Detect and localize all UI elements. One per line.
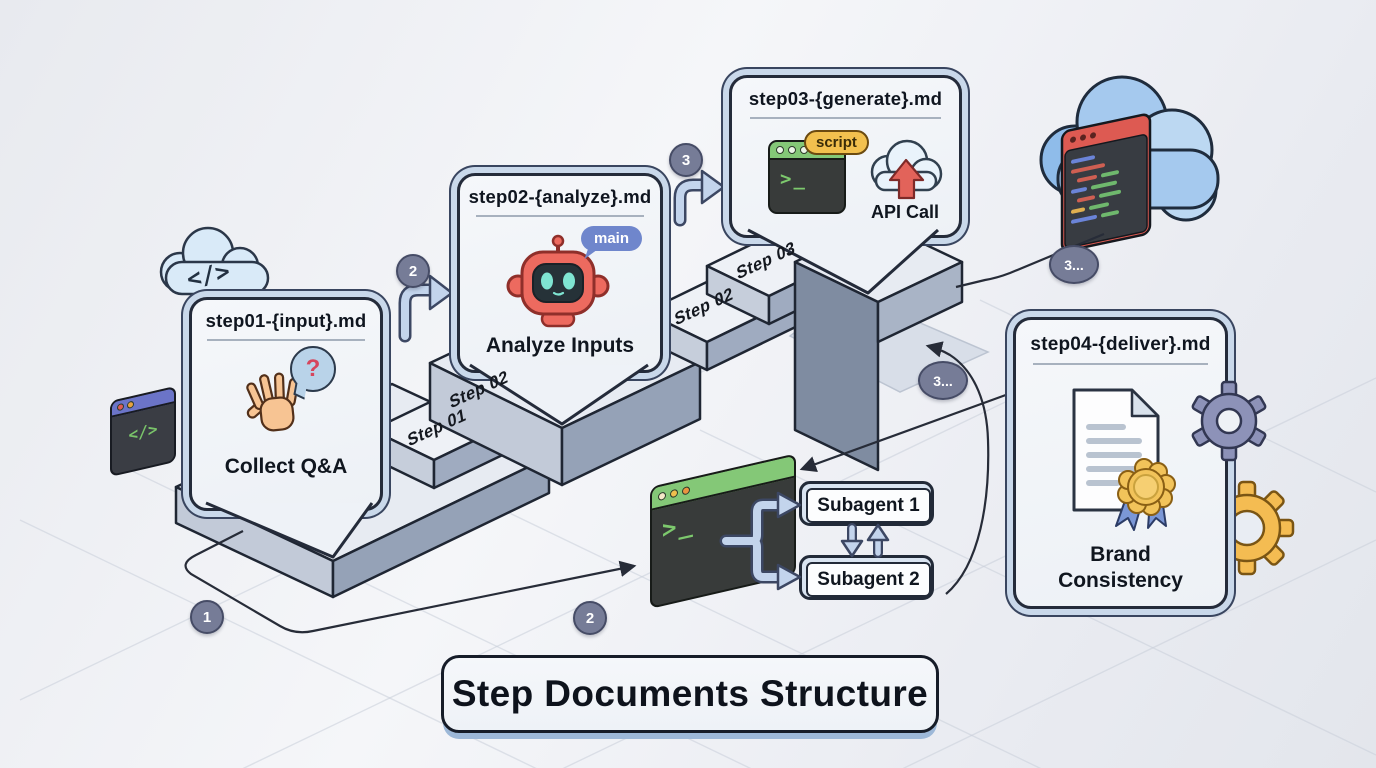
api-upload-cloud-icon xyxy=(870,139,943,200)
step01-caption: Collect Q&A xyxy=(224,455,348,478)
step04-filename: step04-{deliver}.md xyxy=(1030,334,1211,355)
card-step03-point xyxy=(747,228,940,295)
card-step02-point xyxy=(469,363,649,426)
document-award-icon xyxy=(1072,388,1176,531)
question-bubble: ? xyxy=(290,346,336,392)
main-bubble: main xyxy=(581,226,643,251)
flow-line-loop xyxy=(925,341,990,595)
arrow-into-step03 xyxy=(673,169,726,227)
step02-caption: Analyze Inputs xyxy=(485,334,635,357)
script-terminal-icon: >_ xyxy=(768,140,846,214)
badge-more-loop: 3... xyxy=(918,361,968,400)
subagent-exchange-arrows xyxy=(840,523,890,558)
subagent-1-label: Subagent 1 xyxy=(806,488,931,523)
script-tag: script xyxy=(804,130,869,155)
arrow-into-step02 xyxy=(398,274,454,343)
connector-lines xyxy=(184,232,1105,634)
award-ribbon xyxy=(1115,458,1176,531)
divider xyxy=(750,117,941,119)
upload-arrow xyxy=(888,158,925,200)
diagram-title-box: Step Documents Structure xyxy=(441,655,939,733)
badge-more-cloud: 3... xyxy=(1049,245,1099,284)
subagent-2-box: Subagent 2 xyxy=(799,555,934,600)
terminal-dot xyxy=(788,146,796,154)
cloud-editor-icon xyxy=(1039,75,1220,252)
badge-flow-1: 1 xyxy=(190,600,224,634)
badge-step2-arrow: 2 xyxy=(396,254,430,288)
terminal-dot xyxy=(776,146,784,154)
flow-line-deliver xyxy=(799,390,1015,472)
cloud-code-icon: </> xyxy=(159,226,270,296)
flow-line-cloud xyxy=(955,232,1105,289)
divider xyxy=(207,339,365,341)
divider xyxy=(1032,363,1209,365)
step02-filename: step02-{analyze}.md xyxy=(468,186,652,207)
hand-icon xyxy=(246,372,300,432)
card-step02: step02-{analyze}.md main Analyze Inputs xyxy=(457,173,663,373)
badge-flow-2: 2 xyxy=(573,601,607,635)
divider xyxy=(476,215,644,217)
card-step03: step03-{generate}.md >_ script API Call xyxy=(729,75,962,238)
card-step04: step04-{deliver}.md xyxy=(1013,317,1228,609)
flow-line-1 xyxy=(184,530,637,634)
question-mark: ? xyxy=(305,355,321,382)
robot-icon xyxy=(506,234,610,328)
step01-filename: step01-{input}.md xyxy=(205,310,367,331)
step03-filename: step03-{generate}.md xyxy=(748,88,943,109)
terminal-prompt: >_ xyxy=(780,168,807,190)
branch-arrows xyxy=(719,491,802,591)
diagram-title: Step Documents Structure xyxy=(451,673,929,714)
code-editor-window xyxy=(1060,113,1152,252)
step03-caption: API Call xyxy=(870,202,940,222)
subagent-2-label: Subagent 2 xyxy=(806,562,931,597)
step04-caption: Brand Consistency xyxy=(1058,543,1183,592)
subagent-1-box: Subagent 1 xyxy=(799,481,934,526)
badge-step3-arrow: 3 xyxy=(669,143,703,177)
purple-gear-icon xyxy=(1191,380,1267,462)
card-step01-point xyxy=(205,501,374,559)
